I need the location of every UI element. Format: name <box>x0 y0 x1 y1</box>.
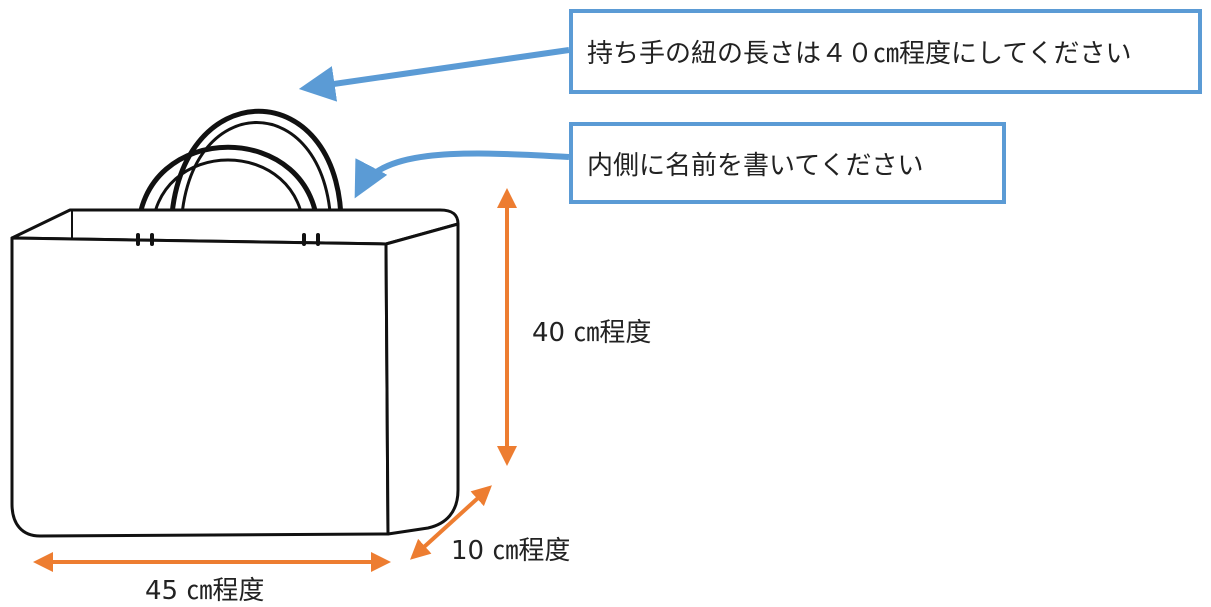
width-label: 45 ㎝程度 <box>145 576 265 606</box>
depth-dimension-arrow <box>410 485 492 560</box>
name-inside-note: 内側に名前を書いてください <box>587 150 924 181</box>
name-callout-arrow <box>354 150 570 199</box>
handle-length-note: 持ち手の紐の長さは４０㎝程度にしてください <box>587 39 1132 69</box>
height-label: 40 ㎝程度 <box>532 318 652 348</box>
name-inside-callout: 内側に名前を書いてください <box>569 122 1006 204</box>
front-handle <box>135 144 321 238</box>
bag-side <box>384 222 460 536</box>
bag-front <box>10 236 390 538</box>
handle-callout-arrow <box>298 47 570 102</box>
depth-label: 10 ㎝程度 <box>451 536 571 566</box>
tote-bag-icon <box>10 108 460 538</box>
handle-length-callout: 持ち手の紐の長さは４０㎝程度にしてください <box>569 9 1202 94</box>
